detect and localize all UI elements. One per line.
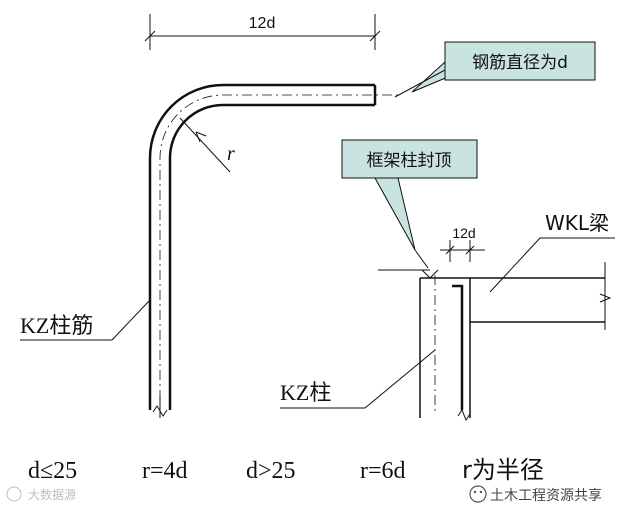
watermark-left-text: 大数据源: [28, 487, 76, 502]
footer-condition-2: d>25: [246, 458, 296, 484]
watermark-left: 大数据源: [6, 486, 76, 502]
footer-note: r为半径: [462, 456, 544, 484]
rebar-label: KZ柱筋: [20, 313, 93, 338]
wkl-leader: [489, 237, 541, 293]
small-dimension-label: 12d: [452, 225, 475, 241]
watermark-right-text: 土木工程资源共享: [490, 487, 602, 504]
top-dimension-label: 12d: [249, 15, 276, 32]
rebar-centerline: [159, 94, 400, 400]
callout-diameter-text: 钢筋直径为d: [472, 53, 568, 73]
radius-label: r: [227, 143, 235, 165]
column-label: KZ柱: [280, 380, 331, 405]
top-dimension: [144, 14, 381, 50]
bent-rebar: [148, 83, 377, 410]
callout-diameter: [394, 41, 596, 98]
rebar-break-mark: [152, 395, 168, 418]
wkl-label: WKL梁: [545, 211, 609, 235]
wechat-icon: [469, 485, 487, 503]
watermark-right: 土木工程资源共享: [462, 485, 640, 508]
footer-rule-2: r=6d: [360, 458, 406, 484]
column-leader-diag: [364, 349, 436, 409]
footer-rule-1: r=4d: [142, 458, 188, 484]
rebar-leader-diag: [111, 299, 151, 341]
radius-indicator: [179, 117, 231, 173]
small-dimension: [440, 240, 485, 262]
footer-condition-1: d≤25: [28, 458, 77, 484]
column-beam-detail: [378, 262, 612, 422]
callout-column-top-text: 框架柱封顶: [367, 151, 452, 171]
callout-column-top: [341, 139, 478, 269]
